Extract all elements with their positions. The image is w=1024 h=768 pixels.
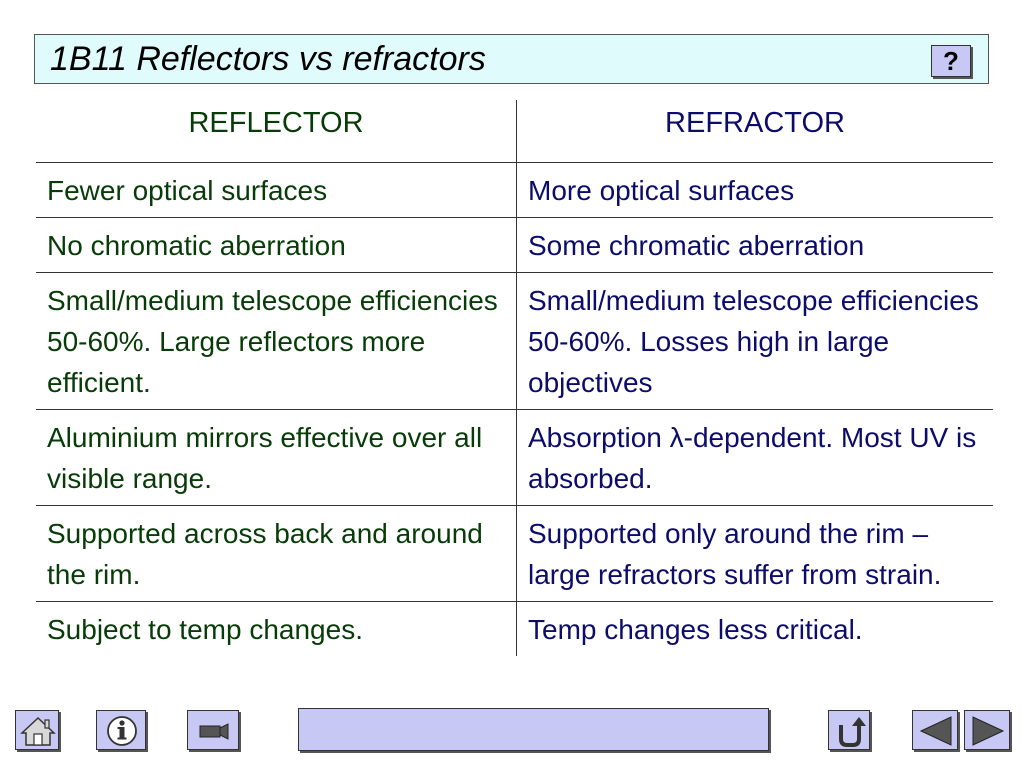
refractor-cell: More optical surfaces <box>516 163 993 217</box>
title-bar: 1B11 Reflectors vs refractors ? <box>34 34 989 84</box>
table-row: Aluminium mirrors effective over all vis… <box>36 409 993 505</box>
refractor-cell: Absorption λ-dependent. Most UV is absor… <box>516 410 993 505</box>
reflector-cell: Small/medium telescope efficiencies 50-6… <box>47 285 498 398</box>
info-icon <box>107 716 137 746</box>
info-button[interactable] <box>96 710 146 750</box>
table-header-row: REFLECTOR REFRACTOR <box>36 100 993 162</box>
help-button[interactable]: ? <box>931 45 971 77</box>
status-field <box>298 708 769 751</box>
home-icon <box>20 716 56 746</box>
refractor-cell: Supported only around the rim – large re… <box>516 506 993 601</box>
reflector-cell: Subject to temp changes. <box>47 614 363 645</box>
return-icon <box>839 717 866 747</box>
camera-button[interactable] <box>187 710 239 750</box>
previous-icon <box>919 716 952 746</box>
comparison-table: REFLECTOR REFRACTOR Fewer optical surfac… <box>36 100 993 656</box>
reflector-cell: Supported across back and around the rim… <box>47 518 483 590</box>
table-row: Supported across back and around the rim… <box>36 505 993 601</box>
page-title: 1B11 Reflectors vs refractors <box>50 40 486 78</box>
refractor-cell: Small/medium telescope efficiencies 50-6… <box>516 273 993 409</box>
column-header-refractor: REFRACTOR <box>516 100 993 162</box>
help-icon: ? <box>943 45 959 76</box>
reflector-cell: No chromatic aberration <box>47 230 346 261</box>
column-header-reflector: REFLECTOR <box>188 107 364 139</box>
next-icon <box>972 716 1005 746</box>
table-row: Subject to temp changes. Temp changes le… <box>36 601 993 656</box>
table-row: No chromatic aberration Some chromatic a… <box>36 217 993 272</box>
table-row: Small/medium telescope efficiencies 50-6… <box>36 272 993 409</box>
refractor-cell: Temp changes less critical. <box>516 602 993 656</box>
refractor-cell: Some chromatic aberration <box>516 218 993 272</box>
navigation-bar <box>0 700 1024 768</box>
table-row: Fewer optical surfaces More optical surf… <box>36 162 993 217</box>
next-button[interactable] <box>964 710 1010 750</box>
reflector-cell: Fewer optical surfaces <box>47 175 328 206</box>
camera-icon <box>199 723 229 740</box>
reflector-cell: Aluminium mirrors effective over all vis… <box>47 422 483 494</box>
return-button[interactable] <box>828 710 870 750</box>
previous-button[interactable] <box>912 710 958 750</box>
home-button[interactable] <box>15 710 59 750</box>
